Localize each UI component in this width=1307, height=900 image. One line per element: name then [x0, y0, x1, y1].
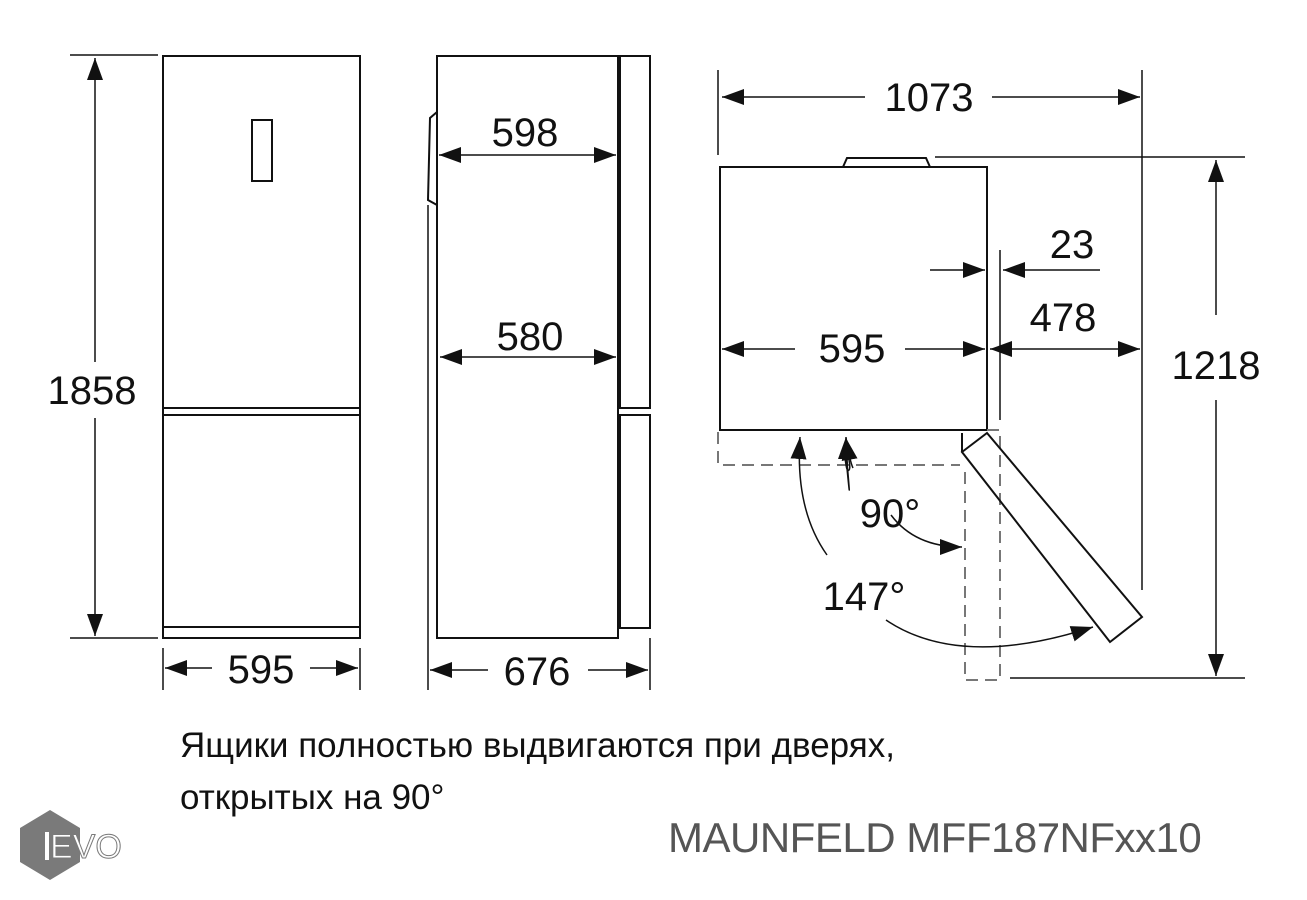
angle-147-label: 147° — [823, 575, 906, 619]
height-label: 1858 — [48, 369, 137, 413]
fridge-body-top — [719, 166, 988, 431]
caption-line-2: открытых на 90° — [180, 778, 445, 817]
svg-text:EVO: EVO — [50, 828, 122, 866]
depth-676-label: 676 — [504, 650, 571, 694]
door-90-outline — [717, 432, 960, 466]
door-swing-478-label: 478 — [1030, 296, 1097, 340]
fridge-body-front — [162, 55, 361, 639]
width-1073-label: 1073 — [885, 76, 974, 120]
display-panel — [251, 119, 273, 182]
angle-90-label: 90° — [860, 492, 921, 536]
model-name: MAUNFELD MFF187NFxx10 — [668, 814, 1202, 861]
handle-side — [426, 111, 438, 206]
caption-line-1: Ящики полностью выдвигаются при дверях, — [180, 726, 895, 765]
handle-top — [842, 157, 931, 168]
upper-door-side — [619, 55, 651, 409]
depth-1218-label: 1218 — [1172, 344, 1261, 388]
evo-logo: EVO — [20, 810, 122, 880]
open-door-147 — [960, 431, 1144, 644]
gap-23-label: 23 — [1050, 223, 1095, 267]
fridge-body-side — [436, 55, 619, 639]
top-view: 1073 1218 595 478 23 90° 147° — [717, 70, 1261, 681]
top-width-595-label: 595 — [819, 327, 886, 371]
depth-598-label: 598 — [492, 111, 559, 155]
front-view: 1858 595 — [48, 54, 361, 692]
side-view: 598 580 676 — [426, 55, 651, 694]
lower-door-side — [619, 414, 651, 629]
depth-580-label: 580 — [497, 315, 564, 359]
front-width-label: 595 — [228, 648, 295, 692]
